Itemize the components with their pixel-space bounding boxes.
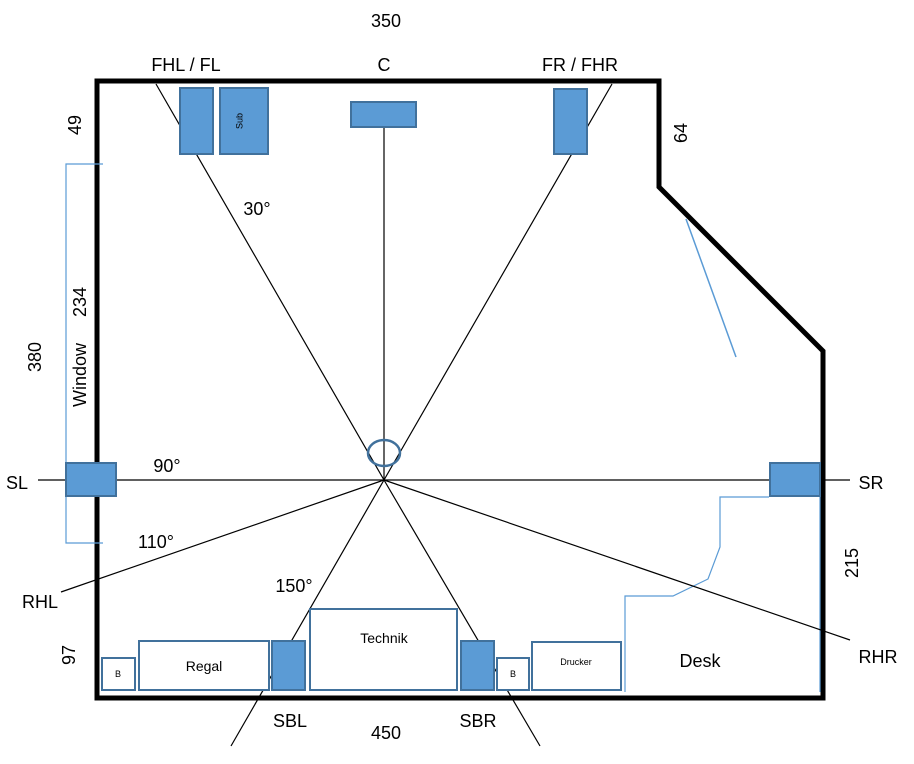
drucker-box <box>531 641 622 691</box>
b-left-label: B <box>115 669 121 679</box>
speaker-sbl <box>271 640 306 691</box>
window-label: Window <box>70 342 90 407</box>
speaker-fr-fhr <box>553 88 588 155</box>
box-b-left <box>101 657 136 691</box>
dim-top-width: 350 <box>371 11 401 31</box>
label-fhl-fl: FHL / FL <box>151 55 220 75</box>
label-rhr: RHR <box>859 647 898 667</box>
box-b-right <box>496 657 530 691</box>
technik-label: Technik <box>360 630 408 646</box>
technik-cabinet <box>309 608 458 691</box>
speaker-boxes <box>65 87 821 691</box>
speaker-sl <box>65 462 117 497</box>
label-sr: SR <box>858 473 883 493</box>
drucker-label: Drucker <box>560 657 592 667</box>
dim-left-top: 49 <box>65 115 85 135</box>
speaker-center <box>350 101 417 128</box>
speaker-fhl-fl <box>179 87 214 155</box>
speaker-sbr <box>460 640 495 691</box>
guide-line-sbr <box>383 479 541 747</box>
angle-90: 90° <box>153 456 180 476</box>
dim-left-total: 380 <box>25 342 45 372</box>
b-right-label: B <box>510 669 516 679</box>
dim-left-bottom: 97 <box>59 645 79 665</box>
desk-outline <box>624 496 769 692</box>
angle-30: 30° <box>243 199 270 219</box>
guide-line-rhr <box>383 479 851 641</box>
subwoofer <box>219 87 269 155</box>
room-walls <box>94 78 826 701</box>
speaker-sr <box>769 462 821 497</box>
label-sbr: SBR <box>459 711 496 731</box>
regal-label: Regal <box>186 658 223 674</box>
dim-window-length: 234 <box>70 287 90 317</box>
guide-line-rhl <box>60 479 385 593</box>
regal-shelf <box>138 640 270 691</box>
guide-line-sbl <box>230 479 385 747</box>
furniture <box>101 608 622 691</box>
label-sbl: SBL <box>273 711 307 731</box>
dim-right-lower: 215 <box>842 548 862 578</box>
sub-label: Sub <box>234 113 244 129</box>
dim-bottom-width: 450 <box>371 723 401 743</box>
door-swing-line <box>685 218 737 358</box>
label-rhl: RHL <box>22 592 58 612</box>
label-sl: SL <box>6 473 28 493</box>
label-center: C <box>378 55 391 75</box>
window-bracket <box>65 163 103 544</box>
angle-150: 150° <box>275 576 312 596</box>
listening-position-icon <box>366 438 402 468</box>
dim-right-diagonal: 64 <box>671 123 691 143</box>
desk-label: Desk <box>679 651 721 671</box>
label-fr-fhr: FR / FHR <box>542 55 618 75</box>
angle-110: 110° <box>138 532 174 552</box>
